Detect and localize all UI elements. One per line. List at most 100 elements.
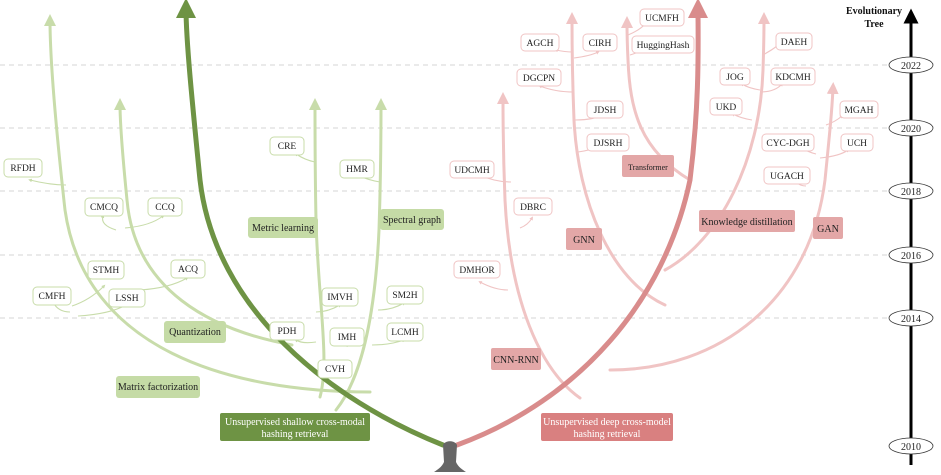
method-djsrh: DJSRH bbox=[586, 133, 630, 152]
method-stmh: STMH bbox=[87, 260, 125, 280]
year-marker-2022: 2022 bbox=[888, 56, 934, 74]
matrix-factorization-branch bbox=[44, 14, 372, 394]
method-cirh-label: CIRH bbox=[589, 39, 612, 49]
method-imvh-label: IMVH bbox=[327, 293, 352, 303]
method-ugach-label: UGACH bbox=[770, 172, 804, 182]
method-jog-label: JOG bbox=[726, 73, 744, 83]
category-quantization: Quantization bbox=[164, 321, 226, 343]
timeline-title-line1: Evolutionary bbox=[846, 6, 902, 17]
method-hugginghash-label: HuggingHash bbox=[637, 41, 690, 51]
deep-branches bbox=[497, 12, 839, 400]
category-cnn-rnn-label: CNN-RNN bbox=[493, 355, 539, 366]
category-quantization-label: Quantization bbox=[169, 327, 221, 338]
method-udcmh-label: UDCMH bbox=[454, 166, 490, 176]
metric-learning-branch bbox=[309, 98, 326, 399]
year-marker-2014: 2014 bbox=[888, 309, 934, 327]
method-agch: AGCH bbox=[520, 33, 560, 52]
shallow-root-label-line2: hashing retrieval bbox=[262, 429, 329, 440]
method-kdcmh: KDCMH bbox=[770, 67, 816, 86]
method-acq: ACQ bbox=[170, 259, 206, 279]
method-cirh: CIRH bbox=[582, 33, 618, 52]
method-ccq-label: CCQ bbox=[155, 203, 175, 213]
year-marker-2020: 2020 bbox=[888, 119, 934, 137]
method-djsrh-label: DJSRH bbox=[593, 139, 622, 149]
method-hmr: HMR bbox=[339, 159, 375, 179]
method-cyc-dgh: CYC-DGH bbox=[761, 133, 815, 152]
knowledge-distillation-branch bbox=[663, 12, 770, 272]
method-cyc-dgh-label: CYC-DGH bbox=[766, 139, 809, 149]
category-transformer: Transformer bbox=[622, 155, 674, 177]
category-knowledge-distillation-label: Knowledge distillation bbox=[701, 217, 792, 228]
method-imh-label: IMH bbox=[338, 333, 357, 343]
category-matrix-factorization-label: Matrix factorization bbox=[118, 382, 198, 393]
year-2022-label: 2022 bbox=[901, 61, 921, 72]
method-dbrc-label: DBRC bbox=[520, 203, 546, 213]
deep-category-boxes: Transformer GNN Knowledge distillation G… bbox=[491, 155, 843, 370]
method-pdh-label: PDH bbox=[277, 327, 296, 337]
category-cnn-rnn: CNN-RNN bbox=[491, 348, 541, 370]
method-lcmh-label: LCMH bbox=[391, 328, 419, 338]
deep-root-label-line1: Unsupervised deep cross-model bbox=[543, 417, 671, 428]
method-dbrc: DBRC bbox=[513, 197, 553, 216]
method-daeh: DAEH bbox=[775, 32, 813, 51]
method-agch-label: AGCH bbox=[527, 39, 554, 49]
year-marker-2016: 2016 bbox=[888, 246, 934, 264]
method-mgah-label: MGAH bbox=[844, 106, 873, 116]
category-metric-learning-label: Metric learning bbox=[252, 223, 314, 234]
method-lcmh: LCMH bbox=[386, 322, 424, 342]
category-gnn-label: GNN bbox=[573, 235, 595, 246]
method-jdsh: JDSH bbox=[586, 100, 624, 119]
method-sm2h: SM2H bbox=[386, 285, 424, 305]
method-dgcpn-label: DGCPN bbox=[523, 74, 555, 84]
deep-method-boxes: UCMFH AGCH CIRH HuggingHash DAEH DGCPN J… bbox=[449, 8, 879, 279]
method-imh: IMH bbox=[329, 327, 365, 347]
method-daeh-label: DAEH bbox=[781, 38, 808, 48]
method-rfdh: RFDH bbox=[3, 158, 43, 178]
gnn-branch bbox=[566, 12, 667, 307]
method-cvh-label: CVH bbox=[325, 365, 345, 375]
category-transformer-label: Transformer bbox=[628, 163, 668, 172]
cnn-rnn-branch bbox=[497, 92, 582, 400]
timeline-axis: Evolutionary Tree 2022 2020 2018 2016 20… bbox=[846, 6, 934, 465]
spectral-graph-branch bbox=[334, 98, 387, 412]
category-spectral-graph-label: Spectral graph bbox=[383, 215, 441, 226]
method-hmr-label: HMR bbox=[346, 165, 368, 175]
year-2010-label: 2010 bbox=[901, 442, 921, 453]
method-dgcpn: DGCPN bbox=[516, 68, 562, 87]
shallow-root-label-line1: Unsupervised shallow cross-modal bbox=[225, 417, 365, 428]
method-ukd: UKD bbox=[709, 97, 743, 116]
shallow-main-trunk bbox=[176, 0, 446, 448]
shallow-branches bbox=[44, 14, 387, 412]
gan-branch bbox=[608, 82, 839, 372]
tree-stump-icon bbox=[434, 441, 466, 472]
category-knowledge-distillation: Knowledge distillation bbox=[699, 210, 795, 232]
method-hugginghash: HuggingHash bbox=[631, 35, 695, 54]
category-gan: GAN bbox=[813, 217, 843, 239]
method-cmfh: CMFH bbox=[32, 286, 72, 306]
method-sm2h-label: SM2H bbox=[392, 291, 417, 301]
method-cmfh-label: CMFH bbox=[39, 292, 66, 302]
shallow-root-box: Unsupervised shallow cross-modal hashing… bbox=[220, 413, 370, 441]
timeline-title-line2: Tree bbox=[864, 19, 884, 30]
year-marker-2010: 2010 bbox=[888, 437, 934, 455]
method-stmh-label: STMH bbox=[93, 266, 120, 276]
method-ukd-label: UKD bbox=[716, 103, 737, 113]
deep-main-trunk bbox=[454, 0, 709, 448]
method-lssh: LSSH bbox=[108, 288, 146, 308]
method-dmhor: DMHOR bbox=[453, 260, 501, 279]
shallow-category-boxes: Metric learning Spectral graph Quantizat… bbox=[116, 209, 444, 398]
method-imvh: IMVH bbox=[321, 287, 359, 307]
method-rfdh-label: RFDH bbox=[10, 164, 35, 174]
method-acq-label: ACQ bbox=[178, 265, 198, 275]
year-2018-label: 2018 bbox=[901, 187, 921, 198]
method-ucmfh-label: UCMFH bbox=[645, 14, 679, 24]
year-2014-label: 2014 bbox=[901, 314, 921, 325]
method-cre-label: CRE bbox=[278, 142, 297, 152]
method-lssh-label: LSSH bbox=[115, 294, 138, 304]
method-pdh: PDH bbox=[269, 321, 305, 341]
method-jog: JOG bbox=[719, 67, 751, 86]
method-cmcq-label: CMCQ bbox=[90, 203, 118, 213]
method-uch: UCH bbox=[840, 133, 874, 152]
method-cvh: CVH bbox=[317, 359, 353, 379]
